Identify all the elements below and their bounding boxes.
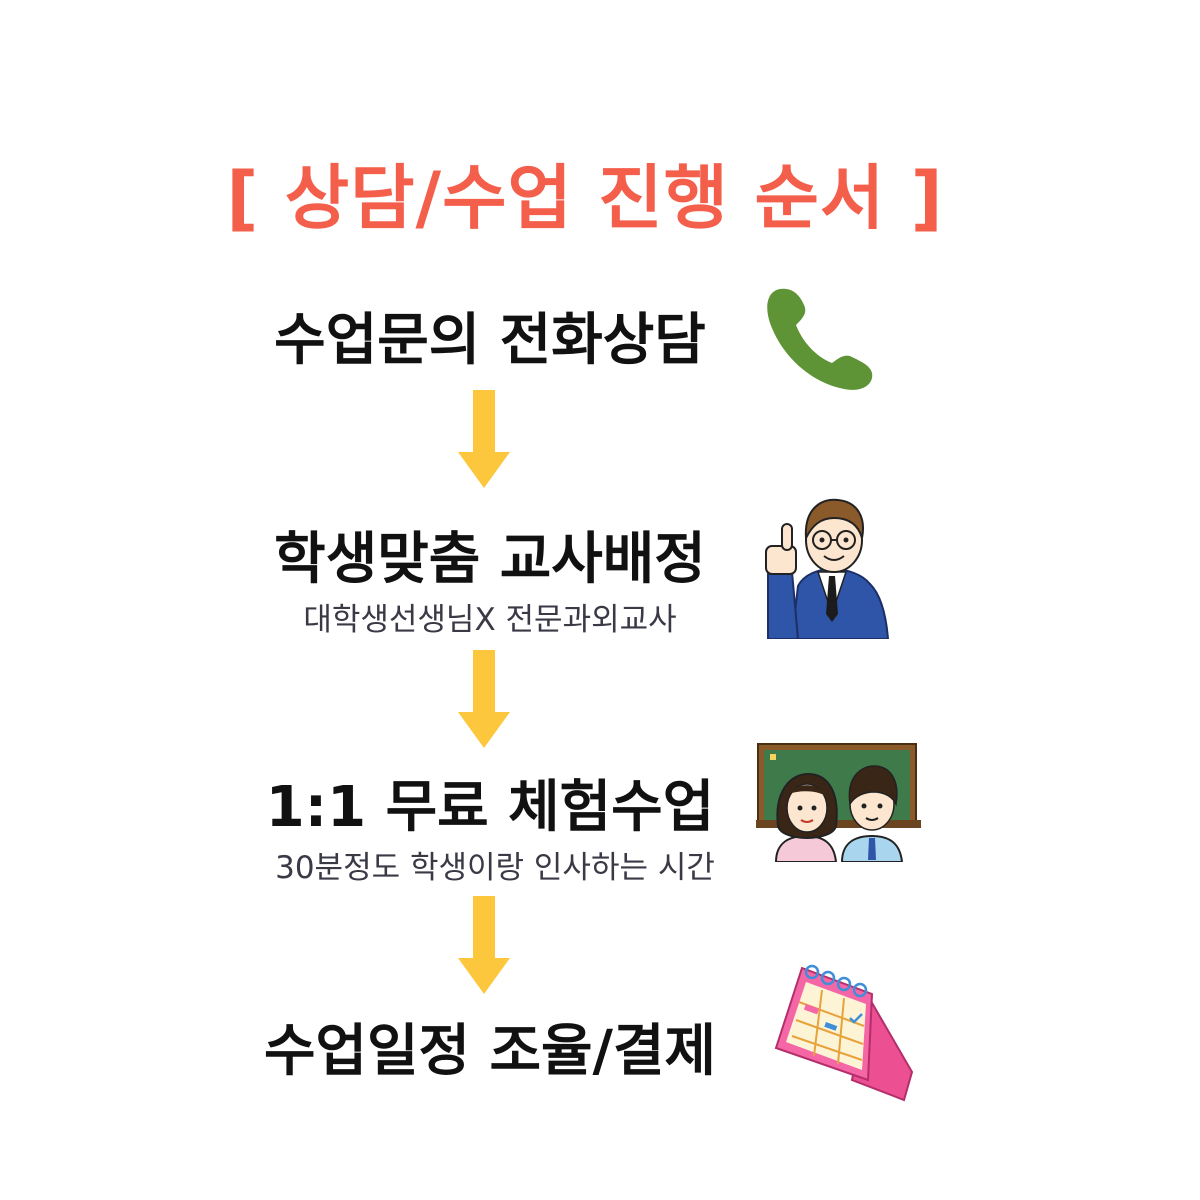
step-free-trial-lesson-note: 30분정도 학생이랑 인사하는 시간 bbox=[275, 850, 715, 886]
classroom-students-icon bbox=[756, 743, 921, 862]
teacher-pointing-icon bbox=[765, 498, 890, 639]
step-phone-consultation: 수업문의 전화상담 bbox=[274, 308, 706, 373]
arrow-down-icon bbox=[458, 650, 510, 748]
page-title: [ 상담/수업 진행 순서 ] bbox=[226, 157, 944, 239]
phone-icon bbox=[767, 288, 873, 390]
step-teacher-assignment-note: 대학생선생님X 전문과외교사 bbox=[303, 602, 677, 638]
desk-calendar-icon bbox=[774, 964, 914, 1102]
step-free-trial-lesson: 1:1 무료 체험수업 bbox=[265, 775, 715, 840]
arrow-down-icon bbox=[458, 390, 510, 488]
step-schedule-payment: 수업일정 조율/결제 bbox=[263, 1019, 717, 1084]
step-teacher-assignment: 학생맞춤 교사배정 bbox=[274, 527, 706, 592]
arrow-down-icon bbox=[458, 896, 510, 994]
